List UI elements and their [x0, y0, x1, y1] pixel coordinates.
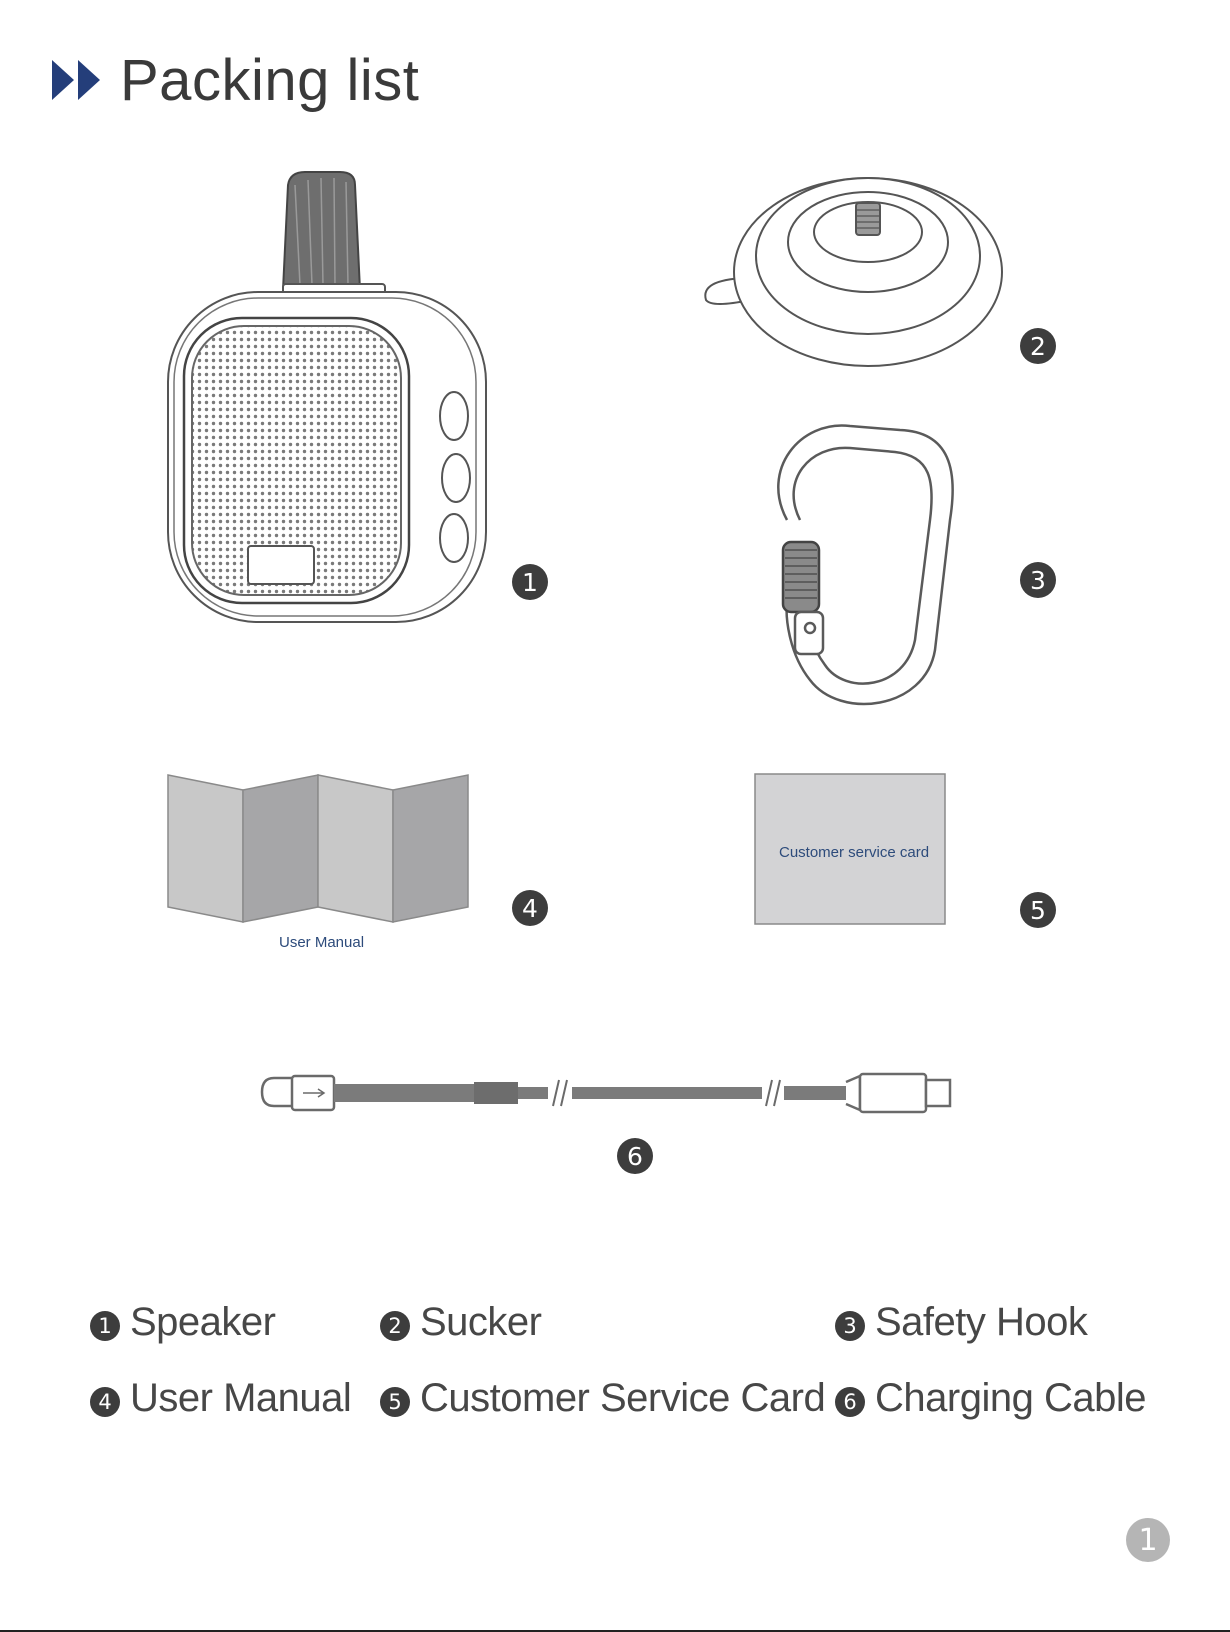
legend-item: 1 Speaker — [90, 1300, 275, 1345]
badge-charging-cable: 6 — [617, 1138, 653, 1174]
user-manual-caption: User Manual — [279, 934, 364, 951]
legend-number: 4 — [90, 1387, 120, 1417]
legend-number: 6 — [835, 1387, 865, 1417]
customer-service-card-caption: Customer service card — [779, 844, 929, 861]
page-number: 1 — [1126, 1518, 1170, 1562]
badge-speaker: 1 — [512, 564, 548, 600]
legend-number: 5 — [380, 1387, 410, 1417]
legend-number: 2 — [380, 1311, 410, 1341]
badge-safety-hook: 3 — [1020, 562, 1056, 598]
legend-label: Charging Cable — [875, 1376, 1146, 1421]
safety-hook-illustration — [778, 426, 952, 704]
legend-label: User Manual — [130, 1376, 351, 1421]
badge-sucker: 2 — [1020, 328, 1056, 364]
legend-label: Safety Hook — [875, 1300, 1087, 1345]
legend-item: 5 Customer Service Card — [380, 1376, 825, 1421]
sucker-illustration — [705, 178, 1002, 366]
legend-label: Speaker — [130, 1300, 275, 1345]
badge-customer-service-card: 5 — [1020, 892, 1056, 928]
charging-cable-illustration — [262, 1074, 950, 1112]
legend-item: 2 Sucker — [380, 1300, 542, 1345]
legend-item: 6 Charging Cable — [835, 1376, 1146, 1421]
legend-number: 3 — [835, 1311, 865, 1341]
user-manual-illustration — [168, 775, 468, 922]
legend-label: Sucker — [420, 1300, 542, 1345]
badge-user-manual: 4 — [512, 890, 548, 926]
speaker-illustration — [168, 172, 486, 622]
legend-number: 1 — [90, 1311, 120, 1341]
legend-item: 4 User Manual — [90, 1376, 351, 1421]
legend-item: 3 Safety Hook — [835, 1300, 1087, 1345]
legend-label: Customer Service Card — [420, 1376, 825, 1421]
